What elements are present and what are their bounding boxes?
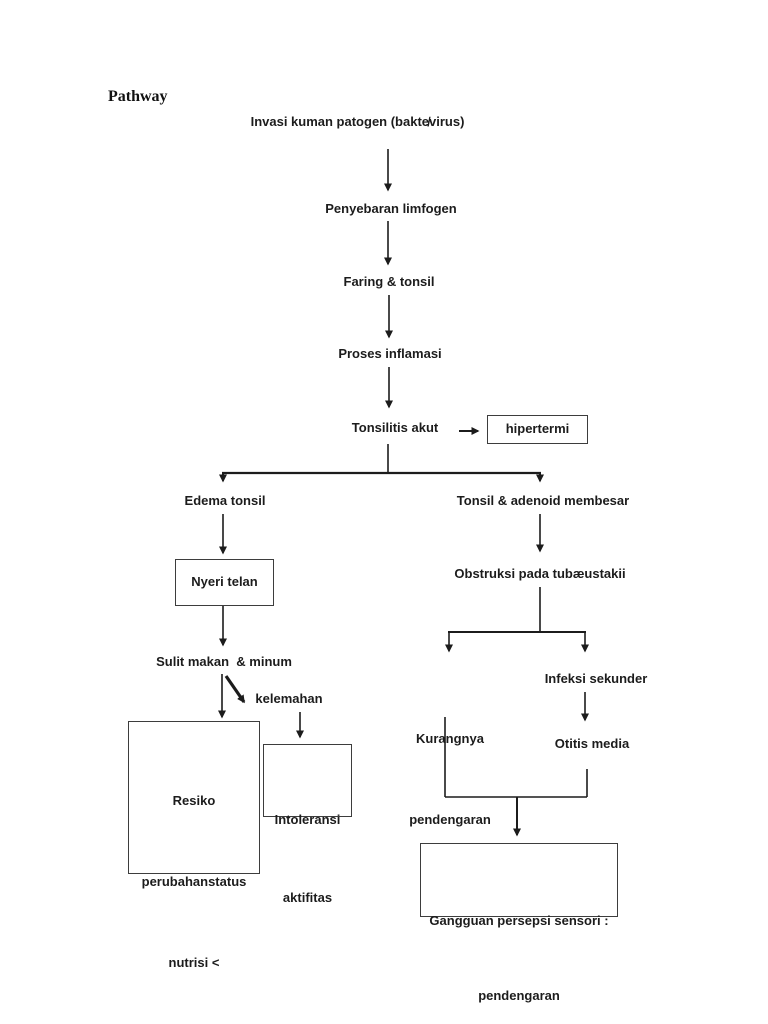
node-edema-tonsil: Edema tonsil bbox=[184, 493, 266, 508]
node-kurangnya-pendengaran: Kurangnya pendengaran bbox=[395, 671, 505, 887]
node-faring-tonsil: Faring & tonsil bbox=[343, 274, 435, 289]
node-otitis-media: Otitis media bbox=[554, 736, 630, 751]
node-obstruksi-tuba-eustakii: Obstruksi pada tubæustakii bbox=[454, 566, 626, 581]
box-nyeri-telan: Nyeri telan bbox=[175, 559, 274, 606]
node-sulit-makan-minum: Sulit makan & minum bbox=[156, 654, 292, 669]
box-resiko-line1: Resiko bbox=[172, 793, 216, 808]
node-kurangnya-line1: Kurangnya bbox=[416, 731, 484, 746]
box-resiko-line2: perubahanstatus bbox=[141, 874, 247, 889]
node-tonsilitis-akut: Tonsilitis akut bbox=[351, 420, 439, 435]
node-proses-inflamasi: Proses inflamasi bbox=[338, 346, 442, 361]
box-intoleransi-aktifitas: Intoleransi aktifitas bbox=[263, 744, 352, 905]
box-intoleransi-line1: Intoleransi bbox=[274, 812, 341, 827]
box-gangguan-line1: Gangguan persepsi sensori : bbox=[429, 913, 609, 928]
box-gangguan-persepsi-sensori: Gangguan persepsi sensori : pendengaran bbox=[420, 843, 618, 1003]
box-resiko-line3: nutrisi < bbox=[168, 955, 220, 970]
node-penyebaran-limfogen: Penyebaran limfogen bbox=[325, 201, 457, 216]
node-kelemahan: kelemahan bbox=[255, 691, 323, 706]
box-intoleransi-line2: aktifitas bbox=[282, 890, 333, 905]
node-tonsil-adenoid-membesar: Tonsil & adenoid membesar bbox=[456, 493, 630, 508]
node-invasi-kuman-patogen: Invasi kuman patogen (bakte̸virus) bbox=[250, 114, 465, 129]
page-title: Pathway bbox=[108, 88, 168, 105]
node-infeksi-sekunder: Infeksi sekunder bbox=[544, 671, 648, 686]
box-resiko-nutrisi: Resiko perubahanstatus nutrisi < darikeb… bbox=[128, 721, 260, 970]
box-hipertermi: hipertermi bbox=[487, 415, 588, 444]
box-gangguan-line2: pendengaran bbox=[478, 988, 560, 1003]
node-kurangnya-line2: pendengaran bbox=[409, 812, 491, 827]
